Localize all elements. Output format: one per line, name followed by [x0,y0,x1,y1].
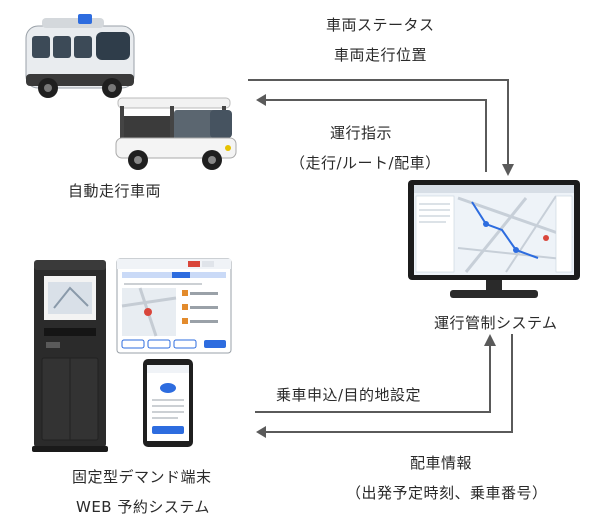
smartphone-web-reservation-image [143,359,193,447]
vehicle-label: 自動走行車両 [68,182,162,200]
demand-terminal-screen-image [116,258,232,354]
command-label-line1: 運行指示 [330,124,393,142]
request-label: 乗車申込/目的地設定 [276,386,422,404]
status-label-line1: 車両ステータス [326,16,435,34]
system-label: 運行管制システム [434,314,558,332]
autonomous-bus-image [25,14,135,98]
dispatch-label-line1: 配車情報 [410,454,473,472]
status-label-line2: 車両走行位置 [334,46,428,64]
dispatch-label-line2: （出発予定時刻、乗車番号） [346,484,548,502]
terminal-label-line1: 固定型デマンド端末 [72,468,212,486]
command-label-line2: （走行/ルート/配車） [290,154,441,172]
demand-kiosk-image [32,260,108,452]
autonomous-cart-image [115,97,237,170]
management-monitor-image [408,180,580,298]
terminal-label-line2: WEB 予約システム [76,498,210,516]
